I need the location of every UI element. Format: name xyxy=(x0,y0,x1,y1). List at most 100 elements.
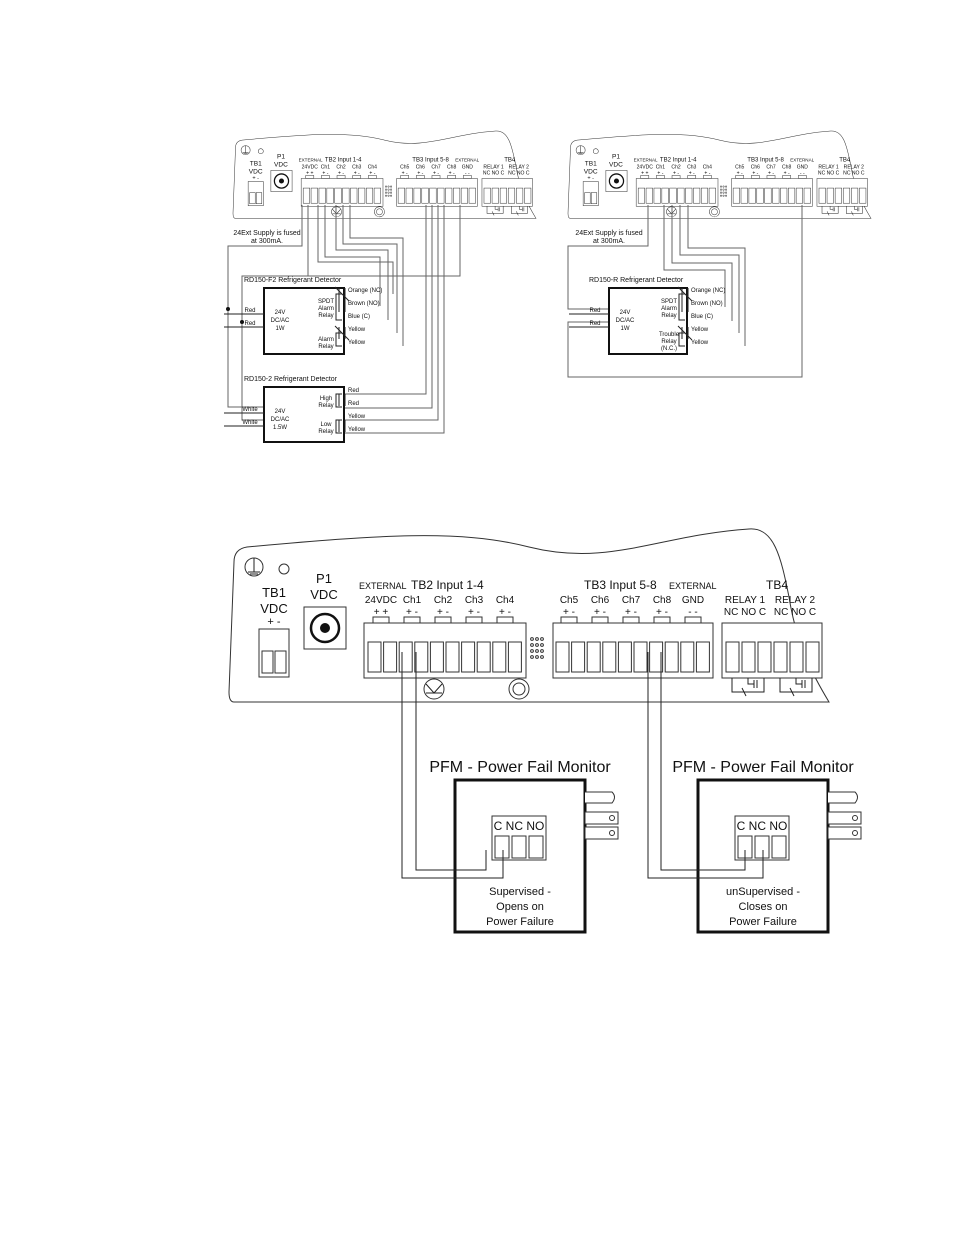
polarity-label: + - xyxy=(689,170,695,176)
relay-wire-label: Yellow xyxy=(348,414,366,420)
tb3-screw-slot xyxy=(732,187,740,204)
connector-dot xyxy=(387,185,390,188)
prong-hole xyxy=(852,815,858,821)
led-indicator xyxy=(592,148,599,154)
pfm-title: PFM - Power Fail Monitor xyxy=(672,759,854,776)
polarity-label: + - xyxy=(433,170,439,176)
tb2-screw-slot xyxy=(358,187,366,204)
detector-box xyxy=(263,386,345,443)
relay-label: Relay xyxy=(318,429,333,435)
detector-power-spec: DC/AC xyxy=(271,318,290,324)
relay-wiring xyxy=(678,332,685,347)
relay1-contacts: NC NO C xyxy=(818,170,840,176)
tb2-screw-slot xyxy=(367,641,382,673)
tb2-screw-slot xyxy=(414,641,429,673)
tb3-column-label: Ch8 xyxy=(447,164,456,170)
mounting-hole-inner xyxy=(512,682,526,696)
polarity-label: + - xyxy=(737,170,743,176)
pfm-note: Supervised - xyxy=(489,886,551,898)
relay-wire-label: Yellow xyxy=(348,427,366,433)
tb2-screw-slot xyxy=(342,187,350,204)
relay-label: Alarm xyxy=(661,306,677,312)
tb3-screw-slot xyxy=(413,187,421,204)
pfm-note: Closes on xyxy=(739,901,788,913)
pfm-note: unSupervised - xyxy=(726,886,800,898)
tb4-screw-slot xyxy=(859,187,867,204)
tb2-screw-slot xyxy=(637,187,646,204)
tb4-label: TB4 xyxy=(504,157,516,163)
relay2-contacts: NC NO C xyxy=(843,170,865,176)
relay-label: SPDT xyxy=(318,299,334,305)
pfm-note: Opens on xyxy=(496,901,544,913)
led-indicator xyxy=(278,563,290,575)
p1-sublabel: VDC xyxy=(609,161,623,168)
relay-label: High xyxy=(320,396,332,402)
tb3-screw-slot xyxy=(429,187,437,204)
tb3-screw-slot xyxy=(453,187,461,204)
channel-wire xyxy=(679,205,740,333)
p1-sublabel: VDC xyxy=(274,161,288,168)
connector-dot xyxy=(387,188,390,191)
relay-wire-label: Red xyxy=(348,388,359,394)
connector-dot xyxy=(722,194,725,197)
polarity-label: + - xyxy=(704,170,710,176)
connector-dot xyxy=(387,194,390,197)
tb3-column-label: GND xyxy=(797,164,809,170)
pfm-wire xyxy=(660,652,746,871)
relay-label: Trouble xyxy=(659,332,680,338)
polarity-label: + - xyxy=(625,607,637,618)
tb3-screw-slot xyxy=(586,641,601,673)
tb2-screw-slot xyxy=(677,187,685,204)
tb2-screw-slot xyxy=(661,187,669,204)
connector-dot xyxy=(530,643,534,647)
connector-dot xyxy=(530,649,534,653)
connector-dot xyxy=(725,185,728,188)
tb3-label: TB3 Input 5-8 xyxy=(747,157,784,163)
plug-prong xyxy=(584,811,619,825)
channel-wire xyxy=(343,205,439,421)
terminal-tab xyxy=(305,175,315,179)
tb3-external-label: EXTERNAL xyxy=(669,581,717,591)
polarity-label: - - xyxy=(800,170,805,176)
p1-jack-pin xyxy=(613,178,620,184)
plug-ground-prong xyxy=(828,791,858,804)
tb4-screw-slot xyxy=(826,187,834,204)
relay-label: Relay xyxy=(661,313,676,319)
relay-contact-trace xyxy=(486,206,504,214)
tb3-column-label: Ch6 xyxy=(751,164,760,170)
terminal-tab xyxy=(372,616,390,624)
connector-dot xyxy=(720,191,722,194)
relay-contact-trace xyxy=(795,678,802,685)
tb3-screw-slot xyxy=(780,187,788,204)
wire-junction xyxy=(226,307,230,311)
tb2-column-label: Ch2 xyxy=(434,595,453,606)
tb3-column-label: GND xyxy=(462,164,474,170)
relay1-label: RELAY 1 xyxy=(725,595,766,606)
polarity-label: + - xyxy=(354,170,360,176)
tb2-column-label: Ch3 xyxy=(687,164,696,170)
tb2-label: TB2 Input 1-4 xyxy=(325,157,362,163)
pfm-wire xyxy=(647,652,764,879)
terminal-tab xyxy=(434,616,452,624)
tb1-screw xyxy=(249,192,256,204)
terminal-tab xyxy=(703,175,712,179)
tb3-column-label: Ch7 xyxy=(431,164,440,170)
tb2-screw-slot xyxy=(445,641,460,673)
tb3-screw-slot xyxy=(772,187,780,204)
tb3-column-label: Ch6 xyxy=(416,164,425,170)
relay-wire-label: Brown (NO) xyxy=(348,301,380,307)
relay-wiring xyxy=(335,393,342,408)
connector-dot xyxy=(540,637,544,641)
polarity-label: + + xyxy=(306,170,313,176)
terminal-tab xyxy=(352,175,362,179)
tb3-screw-slot xyxy=(695,641,710,673)
tb3-screw-slot xyxy=(602,641,617,673)
plug-prong xyxy=(584,826,619,840)
tb2-column-label: Ch4 xyxy=(703,164,712,170)
relay-contact-trace xyxy=(854,206,858,210)
tb4-screw-slot xyxy=(818,187,826,204)
relay-contact-trace xyxy=(821,206,839,214)
connector-dot xyxy=(535,643,539,647)
terminal-tab xyxy=(751,175,760,179)
